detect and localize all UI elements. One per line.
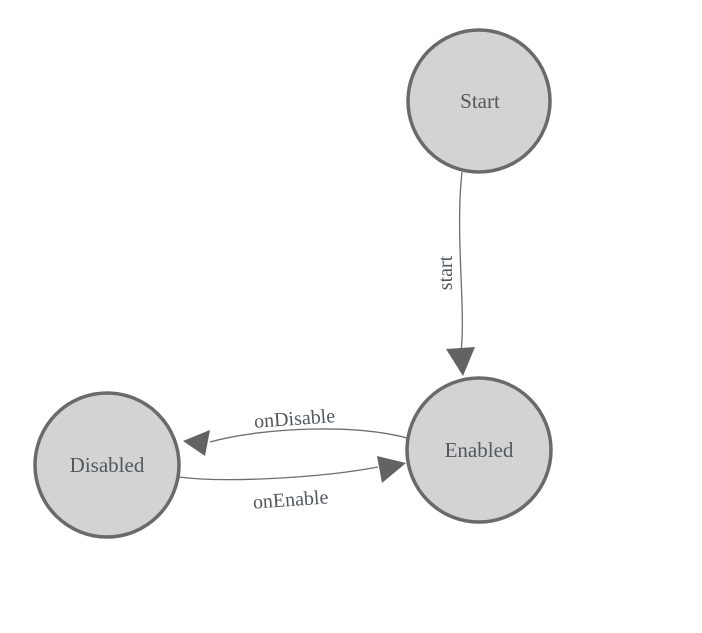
state-node-disabled-label: Disabled [70, 453, 145, 477]
arrowhead-into-disabled-right [183, 430, 210, 456]
state-node-disabled-circle [33, 391, 181, 539]
state-node-enabled-label: Enabled [445, 438, 514, 462]
edge-enabled-to-disabled: onDisable [183, 405, 408, 456]
edge-disabled-to-enabled-line [178, 466, 379, 481]
arrowhead-into-enabled-top [446, 347, 475, 376]
state-node-disabled: Disabled [33, 391, 181, 539]
edge-start-to-enabled-line [458, 171, 463, 353]
edge-label-onenable: onEnable [252, 486, 329, 513]
state-node-start-circle [406, 28, 552, 174]
edge-label-start: start [435, 255, 457, 290]
edge-enabled-to-disabled-line [209, 428, 408, 443]
state-node-enabled-circle [405, 376, 553, 524]
state-node-enabled: Enabled [405, 376, 553, 524]
arrowhead-into-enabled-left [377, 456, 406, 483]
state-node-start: Start [406, 28, 552, 174]
state-node-start-label: Start [460, 89, 500, 113]
edge-disabled-to-enabled: onEnable [178, 456, 406, 514]
edge-start-to-enabled: start [435, 171, 475, 376]
